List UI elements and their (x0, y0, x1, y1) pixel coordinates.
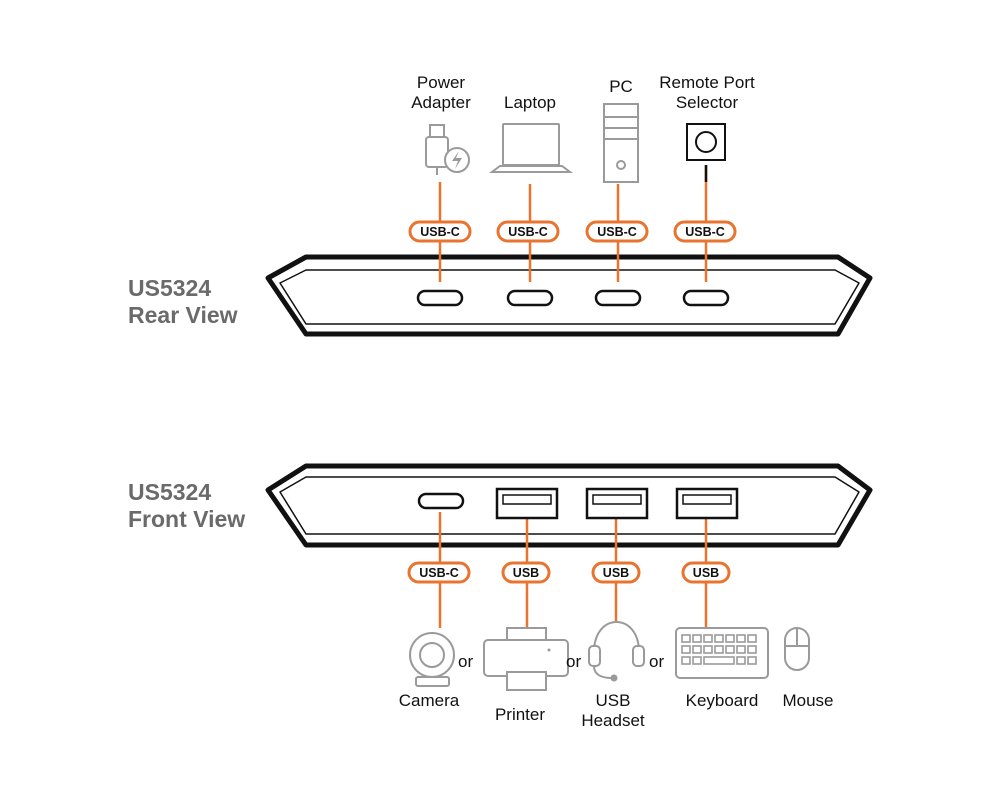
usb-c-port-icon (417, 492, 465, 510)
front-ports (417, 487, 739, 520)
rear-cables (438, 165, 708, 282)
rear-view-label: Rear View (128, 302, 238, 328)
device-label-power-adapter-line2: Adapter (411, 93, 471, 112)
device-label-power-adapter-line1: Power (417, 73, 466, 92)
svg-text:USB-C: USB-C (597, 225, 637, 239)
or-separator: or (566, 652, 581, 671)
usb-c-port-icon (682, 289, 730, 307)
keyboard-icon (675, 627, 769, 679)
device-label-printer: Printer (495, 705, 545, 724)
device-label-keyboard: Keyboard (686, 691, 759, 710)
device-label-usb-headset-line1: USB (596, 691, 631, 710)
connector-badge: USB-C (408, 220, 472, 243)
device-label-camera: Camera (399, 691, 460, 710)
usb-c-port-icon (416, 289, 464, 307)
rear-device-housing (265, 254, 873, 337)
front-model-label: US5324 (128, 479, 211, 505)
connector-badge: USB (591, 561, 641, 584)
headset-icon (588, 621, 645, 682)
device-label-mouse: Mouse (782, 691, 833, 710)
laptop-icon (489, 123, 573, 173)
connector-badge: USB-C (673, 220, 737, 243)
usb-a-port-icon (585, 487, 649, 520)
or-separator: or (458, 652, 473, 671)
svg-text:USB-C: USB-C (420, 225, 460, 239)
svg-text:USB: USB (513, 566, 539, 580)
front-connector-badges: USB-C USB USB USB (407, 561, 731, 584)
pc-tower-icon (603, 103, 639, 183)
svg-text:USB-C: USB-C (685, 225, 725, 239)
front-device-housing (265, 463, 873, 548)
connector-badge: USB-C (585, 220, 649, 243)
usb-a-port-icon (675, 487, 739, 520)
device-label-remote-port-selector-line2: Selector (676, 93, 739, 112)
mouse-icon (784, 627, 810, 671)
connector-badge: USB-C (407, 561, 471, 584)
printer-icon (483, 627, 569, 691)
device-label-pc: PC (609, 77, 633, 96)
usb-c-port-icon (506, 289, 554, 307)
connector-badge: USB-C (496, 220, 560, 243)
front-view-label: Front View (128, 506, 245, 532)
usb-c-port-icon (594, 289, 642, 307)
svg-text:USB-C: USB-C (508, 225, 548, 239)
rear-connector-badges: USB-C USB-C USB-C USB-C (408, 220, 737, 243)
device-label-usb-headset-line2: Headset (581, 711, 645, 730)
rear-model-label: US5324 (128, 275, 211, 301)
svg-text:USB-C: USB-C (419, 566, 459, 580)
power-adapter-icon (425, 124, 470, 175)
or-separator: or (649, 652, 664, 671)
device-label-laptop: Laptop (504, 93, 556, 112)
front-cables (438, 512, 708, 628)
camera-icon (409, 632, 455, 687)
usb-a-port-icon (495, 487, 559, 520)
remote-port-selector-icon (686, 123, 726, 161)
svg-text:USB: USB (693, 566, 719, 580)
device-label-remote-port-selector-line1: Remote Port (659, 73, 755, 92)
connector-badge: USB (501, 561, 551, 584)
connector-badge: USB (681, 561, 731, 584)
svg-text:USB: USB (603, 566, 629, 580)
rear-ports (416, 289, 730, 307)
